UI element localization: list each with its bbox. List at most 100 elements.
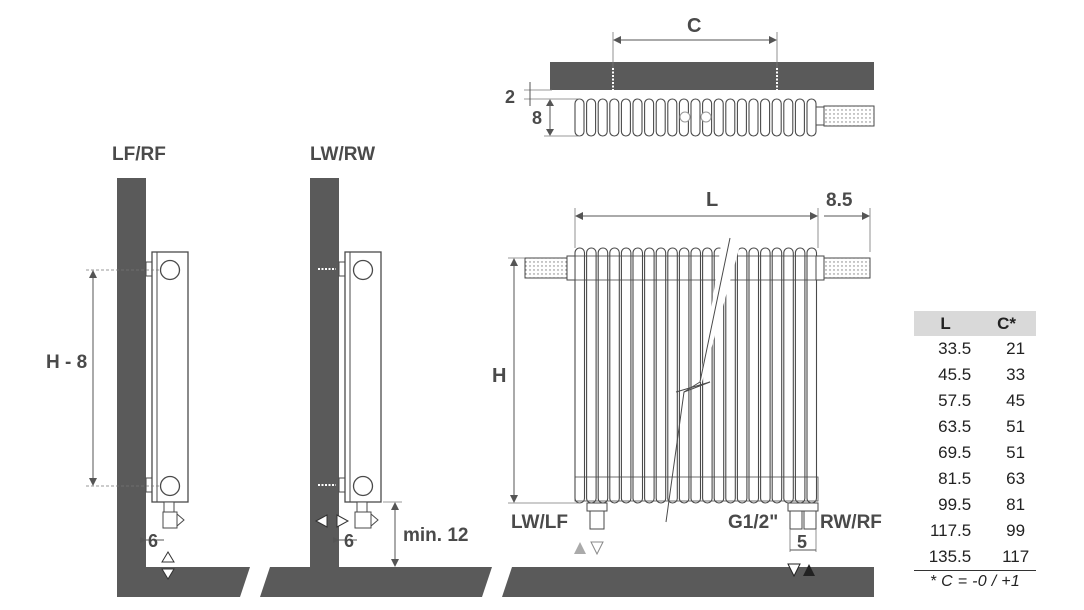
top-fin [574,98,585,137]
wall-left-1 [117,178,146,596]
break-gap-top [700,238,742,382]
table-row: 99.5 81 [914,492,1036,518]
view-lw-rw: LW/RW 6 min. 12 [260,144,492,597]
flow-arrow-up-gray [574,542,586,554]
label-eight: 8 [532,108,542,128]
break-line-bottom [665,381,711,523]
label-two: 2 [505,87,515,107]
label-min-12: min. 12 [403,525,468,546]
arrow-c-left [613,36,621,44]
arrow-h-top [510,258,518,266]
table-cell-c: 33 [1006,365,1026,384]
arrow-h8-top [89,270,97,278]
table-cell-c: 99 [1006,521,1026,540]
label-five: 5 [797,532,807,552]
front-fin [597,247,609,504]
top-fitting-b [700,111,712,123]
label-h: H [492,365,506,387]
arrow-l-left [575,212,583,220]
table-header-row: L C* [914,311,1036,336]
table-cell-l: 99.5 [938,495,972,514]
view-lf-rf: LF/RF H - 8 6 [46,144,250,597]
table-cell-l: 81.5 [938,469,972,488]
table-cell-l: 45.5 [938,365,972,384]
table-cell-c: 51 [1006,443,1026,462]
valve-body-1 [162,511,178,529]
table-cell-l: 33.5 [938,339,972,358]
front-fin [655,247,667,504]
front-fin [702,247,713,504]
front-cap-left [524,257,572,279]
front-fin [748,247,760,504]
top-fin [644,98,655,137]
top-fin [783,98,794,137]
label-g12: G1/2" [728,512,778,533]
label-h-minus-8: H - 8 [46,352,87,373]
label-l: L [706,189,718,211]
floor-left-1 [117,567,250,597]
front-valve-right-body-b [803,510,817,530]
valve-body-2 [354,511,372,529]
valve-cap-2 [370,512,379,528]
top-fin [713,98,724,137]
table-header-c: C* [977,311,1036,336]
front-fin [667,247,678,504]
top-fin [586,98,597,137]
valve-stem-1 [163,501,175,513]
label-c: C [687,15,701,37]
top-fin [632,98,643,137]
top-fin [806,98,817,137]
table-cell-c: 63 [1006,469,1026,488]
floor-front [502,567,874,597]
top-fin [690,98,701,137]
header-circle-top-1 [159,259,181,281]
top-fin [609,98,620,137]
view-top: C 2 8 [505,15,875,137]
arrow-h-bottom [510,495,518,503]
front-cap-right [823,257,871,279]
wall-left-2 [310,178,339,596]
front-valve-right-body-a [789,510,803,530]
arrow-h8-bottom [89,478,97,486]
table-cell-c: 81 [1006,495,1026,514]
table-row: 117.5 99 [914,518,1036,544]
table-cell-c: 117 [977,544,1036,571]
top-fin [760,98,771,137]
front-valve-left-top [586,502,608,512]
arrow-c-right [769,36,777,44]
front-fin [760,247,771,504]
arrow-min12-bottom [391,559,399,567]
front-valve-left-body [589,510,605,530]
top-fitting-a [679,111,691,123]
floor-left-2 [260,567,492,597]
label-lw-rw: LW/RW [310,144,375,165]
table-row: 63.5 51 [914,414,1036,440]
flow-arrow-up-dark [803,564,815,576]
label-six-a: 6 [148,531,158,551]
table-header-l: L [914,311,978,336]
front-view-fins [574,247,819,504]
top-fin [667,98,678,137]
table-cell-l: 117.5 [929,521,972,540]
front-fin [609,247,620,504]
arrow-l-right [810,212,818,220]
arrow-6b [333,537,339,543]
valve-cap-1 [176,512,185,528]
valve-stem-2 [356,501,368,513]
table-cell-c: 51 [1006,417,1026,436]
top-fin [748,98,759,137]
table-cell-l: 63.5 [938,417,972,436]
table-footnote: * C = -0 / +1 [929,573,1021,590]
front-fin [771,247,783,504]
flow-arrow-right-2 [336,514,350,528]
top-fin [620,98,631,137]
top-view-fins [574,98,817,137]
top-valve-connector [815,106,825,126]
front-fin [690,247,702,504]
